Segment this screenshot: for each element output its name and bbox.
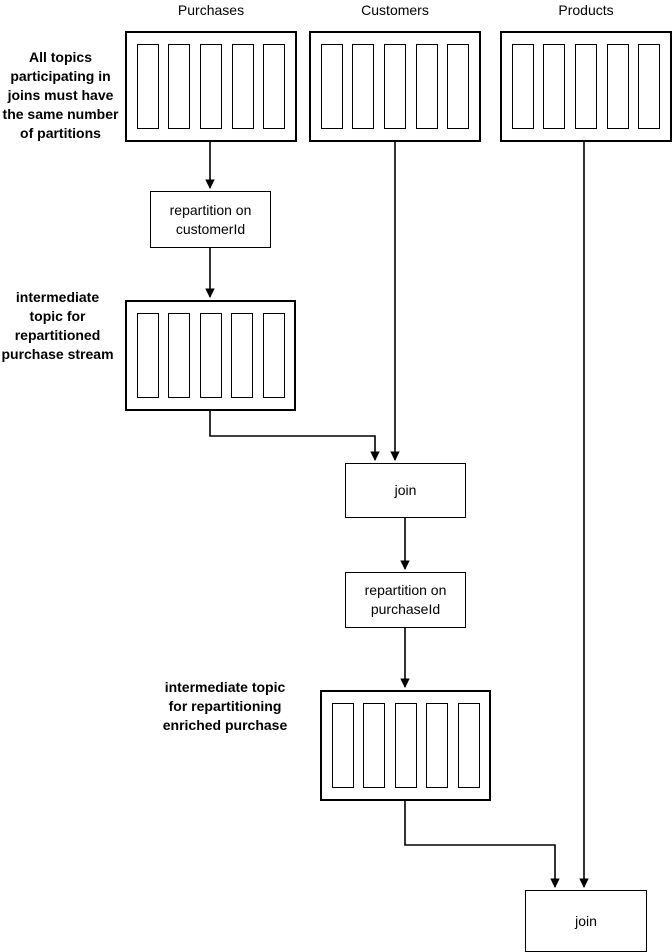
topic-box-intermediate-enriched-purchase[interactable]	[320, 690, 491, 801]
topic-box-purchases[interactable]	[125, 31, 297, 142]
partition	[394, 702, 417, 789]
partition	[383, 43, 406, 130]
topic-title-customers: Customers	[361, 2, 429, 18]
topic-box-customers[interactable]	[309, 31, 481, 142]
partition	[457, 702, 480, 789]
partition	[199, 312, 222, 399]
partition	[136, 312, 159, 399]
partition	[262, 312, 285, 399]
note-intermediate-topic-enriched-purchase: intermediate topic for repartitioning en…	[162, 679, 288, 733]
partition	[638, 43, 661, 130]
topic-title-products: Products	[558, 2, 614, 18]
topic-title-purchases: Purchases	[177, 2, 245, 18]
topic-box-products[interactable]	[500, 31, 672, 142]
partition	[168, 312, 190, 399]
partition	[543, 43, 566, 130]
partition	[426, 702, 448, 789]
process-join-purchases-customers[interactable]: join	[345, 463, 466, 518]
partition	[606, 43, 629, 130]
partition	[168, 43, 191, 130]
note-intermediate-topic-repartitioned-purchase: intermediate topic for repartitioned pur…	[1, 289, 114, 362]
process-join-enriched-products[interactable]: join	[525, 890, 647, 952]
topic-box-intermediate-repartitioned-purchase[interactable]	[125, 300, 296, 411]
process-repartition-on-purchaseid[interactable]: repartition on purchaseId	[345, 572, 466, 628]
partition	[574, 43, 597, 130]
partition	[352, 43, 375, 130]
edge-intermediate2-to-join2	[404, 801, 560, 888]
partition	[331, 702, 354, 789]
partition	[136, 43, 159, 130]
partition	[415, 43, 438, 130]
note-partition-requirement: All topics participating in joins must h…	[2, 49, 119, 141]
partition	[447, 43, 470, 130]
partition	[263, 43, 286, 130]
process-repartition-on-customerid[interactable]: repartition on customerId	[150, 191, 271, 248]
partition	[320, 43, 343, 130]
partition	[363, 702, 385, 789]
partition	[231, 312, 253, 399]
partition	[231, 43, 254, 130]
edge-intermediate1-to-join1	[209, 411, 380, 461]
partition	[511, 43, 534, 130]
partition	[199, 43, 222, 130]
